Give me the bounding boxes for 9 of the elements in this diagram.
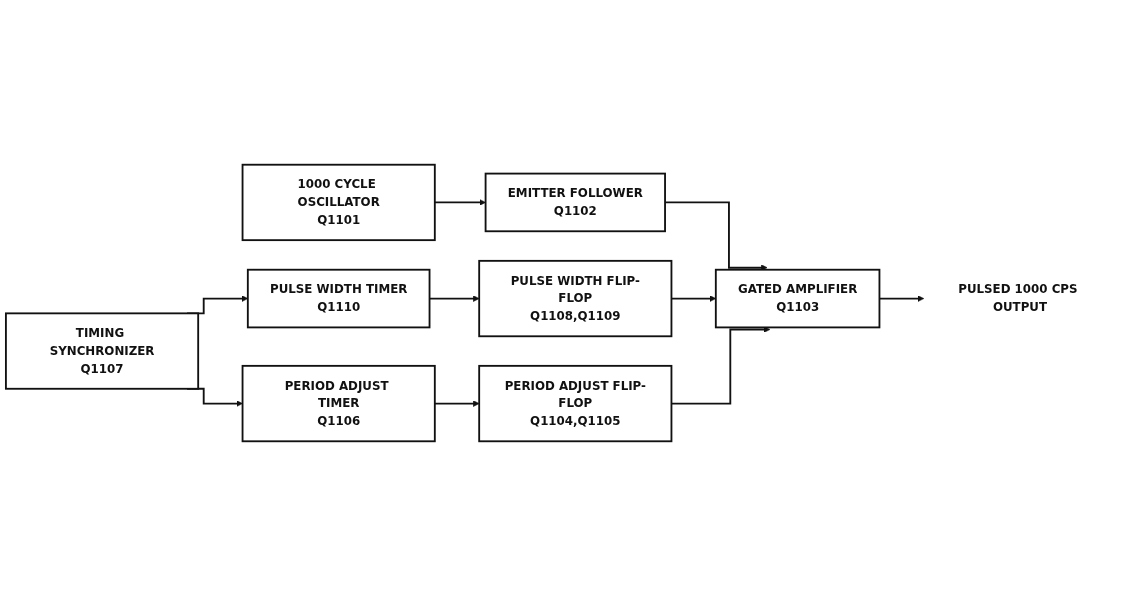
node-box: PERIOD ADJUST TIMER Q1106 <box>241 364 436 443</box>
node-text: PULSED 1000 CPS OUTPUT <box>958 282 1078 315</box>
node-box: EMITTER FOLLOWER Q1102 <box>484 172 666 233</box>
node-box: TIMING SYNCHRONIZER Q1107 <box>5 312 200 390</box>
node-box: PULSE WIDTH FLIP-FLOP Q1108,Q1109 <box>478 259 673 338</box>
node-box: GATED AMPLIFIER Q1103 <box>714 268 881 329</box>
node-box: 1000 CYCLE OSCILLATOR Q1101 <box>241 163 436 242</box>
node-box: PERIOD ADJUST FLIP-FLOP Q1104,Q1105 <box>478 364 673 443</box>
node-box: PULSE WIDTH TIMER Q1110 <box>246 268 431 329</box>
